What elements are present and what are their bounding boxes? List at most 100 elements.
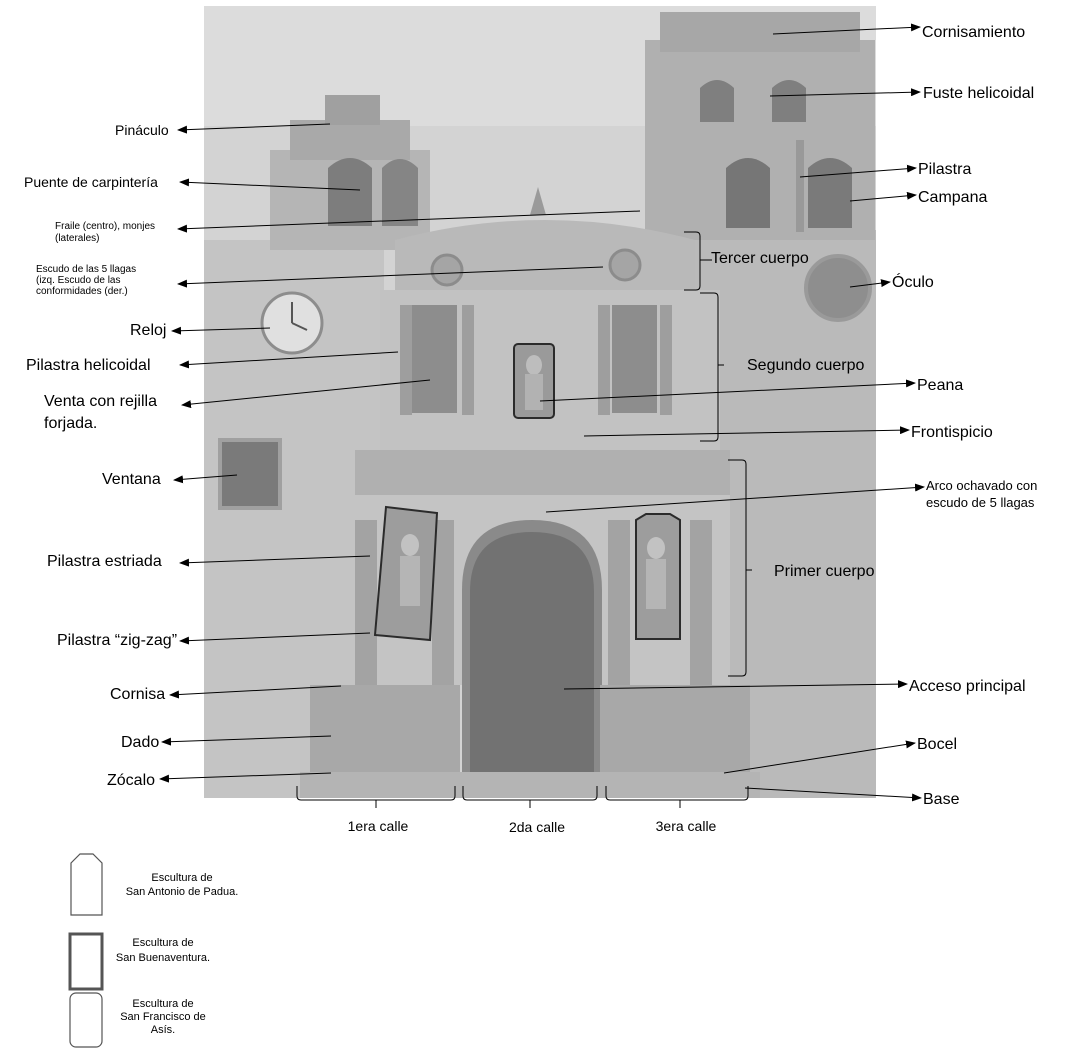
label-fuste-helicoidal-line: Fuste helicoidal xyxy=(923,85,1034,102)
arrow-base xyxy=(744,787,922,802)
legend-swatch-octagon xyxy=(70,853,103,916)
label-san-antonio: Escultura de San Antonio de Padua. xyxy=(126,872,239,898)
calle-1-brace xyxy=(296,786,456,808)
arrow-reloj xyxy=(171,326,271,335)
label-tercer-cuerpo: Tercer cuerpo xyxy=(711,250,809,267)
label-san-antonio-line: Escultura de xyxy=(151,872,212,884)
label-cornisa: Cornisa xyxy=(110,686,165,703)
label-calle-1-line: 1era calle xyxy=(348,818,409,834)
label-reloj-line: Reloj xyxy=(130,322,166,339)
label-san-francisco-line: San Francisco de xyxy=(120,1011,206,1023)
calle-2-brace xyxy=(462,786,598,808)
label-cornisamiento: Cornisamiento xyxy=(922,24,1025,41)
arrow-pilastra-helicoidal xyxy=(179,351,399,369)
statue-san-buenaventura-frame xyxy=(513,343,555,419)
arrow-escudo-5-llagas xyxy=(177,266,604,288)
arrow-fraile-monjes xyxy=(177,210,641,233)
label-pilastra-estriada: Pilastra estriada xyxy=(47,553,162,570)
arrow-dado xyxy=(161,735,332,746)
arrow-cornisa xyxy=(169,685,342,699)
label-segundo-cuerpo: Segundo cuerpo xyxy=(747,357,865,374)
label-frontispicio-line: Frontispicio xyxy=(911,424,993,441)
label-pilastra-line: Pilastra xyxy=(918,161,971,178)
label-arco-ochavado-line: escudo de 5 llagas xyxy=(926,495,1035,510)
arrow-puente-carpinteria xyxy=(179,178,361,191)
label-san-buenaventura-line: Escultura de xyxy=(132,937,193,949)
label-calle-3-line: 3era calle xyxy=(656,818,717,834)
label-dado: Dado xyxy=(121,734,159,751)
label-pilastra: Pilastra xyxy=(918,161,971,178)
arrow-acceso-principal xyxy=(563,680,908,690)
label-peana: Peana xyxy=(917,377,963,394)
label-pilastra-zigzag-line: Pilastra “zig-zag” xyxy=(57,632,177,649)
label-bocel: Bocel xyxy=(917,736,957,753)
tercer-cuerpo-brace xyxy=(684,231,712,291)
side-window xyxy=(218,438,282,510)
arrow-pilastra xyxy=(799,164,917,178)
label-pilastra-estriada-line: Pilastra estriada xyxy=(47,553,162,570)
arrow-ventana-rejilla xyxy=(181,379,431,409)
label-san-buenaventura: Escultura de San Buenaventura. xyxy=(116,937,210,964)
label-reloj: Reloj xyxy=(130,322,166,339)
label-fraile-monjes-line: Fraile (centro), monjes xyxy=(55,221,155,232)
right-tower xyxy=(645,12,875,240)
label-frontispicio: Frontispicio xyxy=(911,424,993,441)
leader-arrows xyxy=(159,23,925,802)
label-pilastra-helicoidal-line: Pilastra helicoidal xyxy=(26,357,151,374)
label-san-francisco-line: Escultura de xyxy=(132,998,193,1010)
church-facade-photo xyxy=(204,6,876,798)
label-arco-ochavado: Arco ochavado con escudo de 5 llagas xyxy=(926,478,1037,510)
body-braces xyxy=(684,231,752,677)
label-base-line: Base xyxy=(923,791,960,808)
label-escudo-5-llagas: Escudo de las 5 llagas(izq. Escudo de la… xyxy=(36,264,136,297)
label-peana-line: Peana xyxy=(917,377,963,394)
label-base: Base xyxy=(923,791,960,808)
label-san-buenaventura-line: San Buenaventura. xyxy=(116,952,210,964)
segundo-cuerpo-brace xyxy=(700,292,724,442)
statue-san-francisco-frame xyxy=(373,505,439,642)
arrow-cornisamiento xyxy=(772,23,921,35)
arrow-frontispicio xyxy=(583,426,910,437)
label-calle-3: 3era calle xyxy=(656,818,717,834)
statue-san-antonio-frame xyxy=(635,513,681,640)
label-ventana: Ventana xyxy=(102,471,161,488)
calle-3-brace xyxy=(605,786,749,808)
oculus xyxy=(804,254,872,322)
label-bocel-line: Bocel xyxy=(917,736,957,753)
label-escudo-5-llagas-line: conformidades (der.) xyxy=(36,286,128,297)
label-campana-line: Campana xyxy=(918,189,987,206)
label-san-francisco-line: Asís. xyxy=(151,1024,175,1036)
label-primer-cuerpo: Primer cuerpo xyxy=(774,563,875,580)
label-zocalo-line: Zócalo xyxy=(107,772,155,789)
arrow-pilastra-zigzag xyxy=(179,632,371,645)
label-calle-1: 1era calle xyxy=(348,818,409,834)
label-dado-line: Dado xyxy=(121,734,159,751)
label-primer-cuerpo-line: Primer cuerpo xyxy=(774,563,875,580)
label-fraile-monjes-line: (laterales) xyxy=(55,233,99,244)
arrow-arco-ochavado xyxy=(545,483,925,513)
label-fraile-monjes: Fraile (centro), monjes(laterales) xyxy=(55,221,155,244)
arrow-zocalo xyxy=(159,772,332,783)
label-san-antonio-line: San Antonio de Padua. xyxy=(126,886,239,898)
label-campana: Campana xyxy=(918,189,987,206)
label-segundo-cuerpo-line: Segundo cuerpo xyxy=(747,357,865,374)
label-pinaculo: Pináculo xyxy=(115,122,169,138)
arrow-pilastra-estriada xyxy=(179,555,371,567)
label-acceso-principal: Acceso principal xyxy=(909,678,1026,695)
legend-swatch-rounded xyxy=(69,992,103,1048)
street-braces xyxy=(296,786,749,808)
label-puente-carpinteria: Puente de carpintería xyxy=(24,174,158,190)
label-pilastra-helicoidal: Pilastra helicoidal xyxy=(26,357,151,374)
primer-cuerpo-brace xyxy=(728,459,752,677)
label-pinaculo-line: Pináculo xyxy=(115,122,169,138)
label-puente-carpinteria-line: Puente de carpintería xyxy=(24,174,158,190)
label-arco-ochavado-line: Arco ochavado con xyxy=(926,478,1037,493)
label-zocalo: Zócalo xyxy=(107,772,155,789)
arrow-ventana xyxy=(173,474,238,484)
arrow-fuste-helicoidal xyxy=(769,88,921,97)
